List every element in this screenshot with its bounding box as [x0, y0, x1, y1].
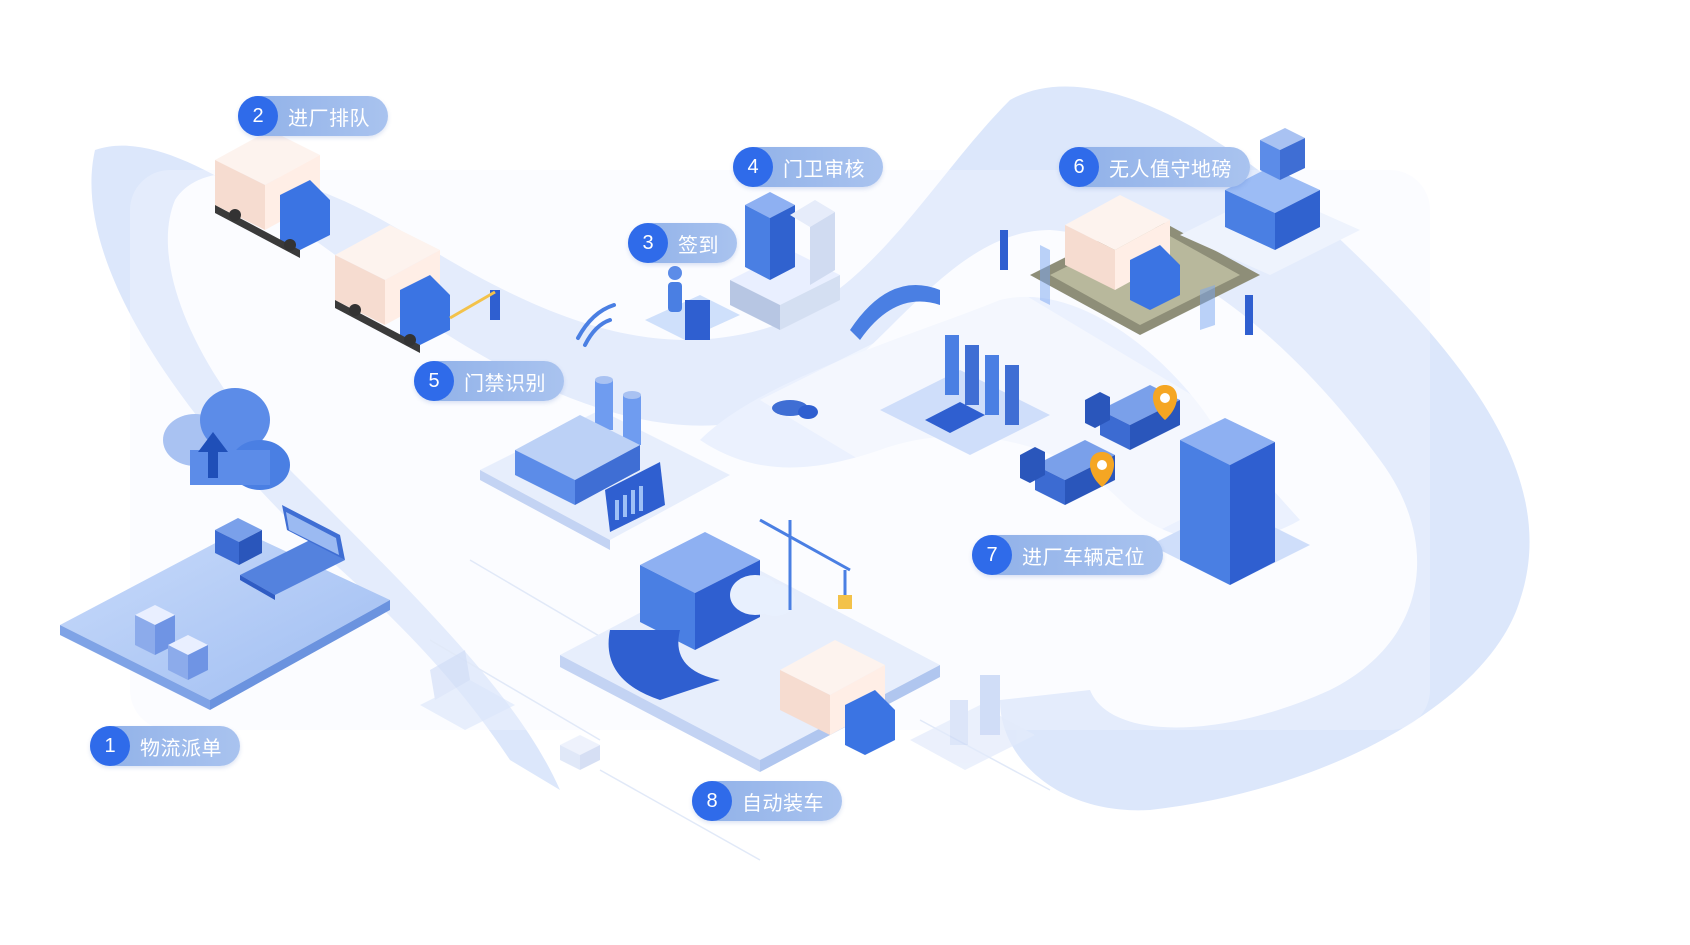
step-label-6: 6 无人值守地磅: [1059, 147, 1250, 187]
step-number: 2: [238, 96, 278, 136]
step-text: 物流派单: [140, 735, 222, 760]
sign-in-kiosk: [645, 266, 740, 340]
step-label-1: 1 物流派单: [90, 726, 240, 766]
office-building: [1180, 128, 1360, 275]
step-text: 进厂排队: [288, 105, 370, 130]
laptop-icon: [240, 505, 345, 600]
step-label-3: 3 签到: [628, 223, 737, 263]
control-center: [880, 335, 1050, 455]
decorative-laptop: [420, 650, 515, 730]
step-number: 4: [733, 147, 773, 187]
located-trucks: [1020, 385, 1180, 505]
cloud-upload-icon: [163, 388, 290, 490]
factory-platform: [480, 376, 730, 550]
step-text: 自动装车: [742, 790, 824, 815]
camera-icon: [772, 400, 818, 419]
bar-chart-icon: [615, 486, 643, 520]
truck-icon: [1065, 195, 1180, 310]
step-number: 6: [1059, 147, 1099, 187]
step-label-8: 8 自动装车: [692, 781, 842, 821]
data-tower: [1150, 418, 1310, 585]
step-label-5: 5 门禁识别: [414, 361, 564, 401]
step-label-2: 2 进厂排队: [238, 96, 388, 136]
step-number: 8: [692, 781, 732, 821]
step-label-4: 4 门卫审核: [733, 147, 883, 187]
barrier-gate-icon: [449, 290, 500, 320]
step-text: 门卫审核: [783, 156, 865, 181]
truck-icon: [335, 225, 450, 353]
location-pin-icon: [1152, 385, 1178, 420]
step-text: 进厂车辆定位: [1022, 544, 1145, 569]
step-text: 无人值守地磅: [1109, 156, 1232, 181]
arch-bridge: [850, 285, 940, 340]
loading-platform: [560, 518, 940, 772]
step-number: 1: [90, 726, 130, 766]
decorative-box: [560, 735, 600, 770]
crane-icon: [759, 518, 851, 610]
step-label-7: 7 进厂车辆定位: [972, 535, 1163, 575]
decorative-buildings: [910, 675, 1035, 770]
step-number: 5: [414, 361, 454, 401]
cloud-icon: [730, 575, 795, 616]
step-number: 3: [628, 223, 668, 263]
dispatch-platform: [60, 388, 390, 710]
guard-building: [730, 192, 840, 330]
truck-icon: [215, 130, 330, 258]
step-number: 7: [972, 535, 1012, 575]
location-pin-icon: [1089, 452, 1115, 487]
server-stack-icon: [135, 605, 208, 680]
queue-trucks: [215, 130, 500, 353]
step-text: 门禁识别: [464, 370, 546, 395]
wifi-icon: [576, 303, 616, 347]
server-box-icon: [215, 518, 262, 565]
step-text: 签到: [678, 232, 719, 257]
truck-icon: [780, 640, 895, 755]
